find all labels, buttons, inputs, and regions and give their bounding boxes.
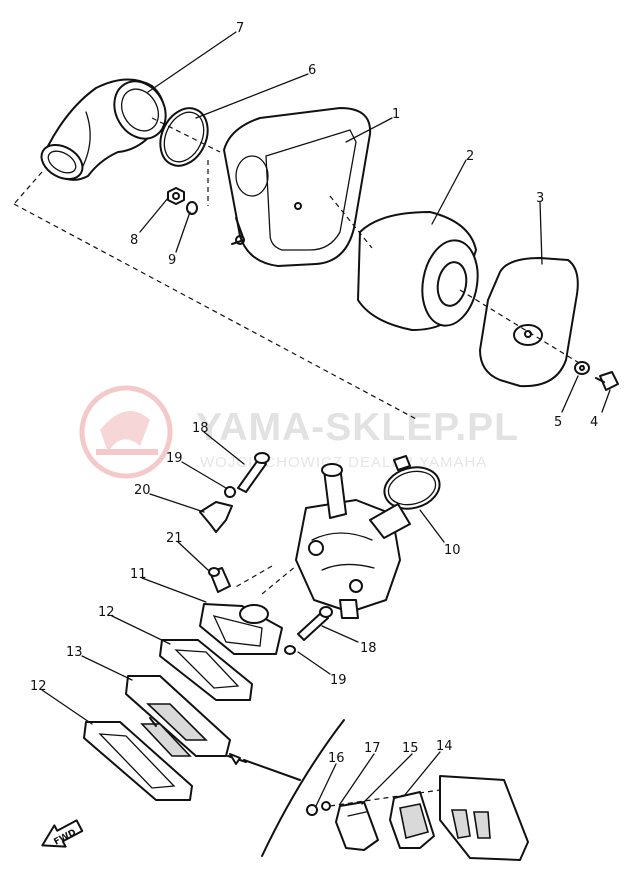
watermark-title: YAMA-SKLEP.PL [196, 406, 519, 449]
callout-1: 1 [392, 107, 400, 122]
callout-19: 19 [166, 451, 183, 466]
detail-bracket [261, 719, 345, 857]
callout-16: 16 [328, 751, 345, 766]
fitting [208, 567, 231, 593]
leader-lines [41, 31, 611, 807]
callout-17: 17 [364, 741, 381, 756]
callout-11: 11 [130, 567, 147, 582]
washer [574, 361, 590, 375]
carburetor [295, 463, 411, 619]
callout-2: 2 [466, 149, 474, 164]
callout-9: 9 [168, 253, 176, 268]
bolt [297, 606, 333, 641]
spring-washer [186, 201, 198, 215]
air-filter-cap [479, 257, 579, 388]
o-ring [159, 107, 209, 167]
callout-14: 14 [436, 739, 453, 754]
intake-manifold [199, 603, 283, 655]
air-filter-case [223, 107, 372, 267]
callout-18b: 18 [360, 641, 377, 656]
nut [167, 187, 185, 205]
callout-3: 3 [536, 191, 544, 206]
callout-12: 12 [98, 605, 115, 620]
callout-13: 13 [66, 645, 83, 660]
callout-8: 8 [130, 233, 138, 248]
assembly-line [13, 171, 43, 205]
gasket [159, 639, 253, 701]
callout-7: 7 [236, 21, 244, 36]
intake-elbow [40, 78, 167, 181]
callout-18: 18 [192, 421, 209, 436]
air-filter-element [357, 211, 479, 331]
washer [224, 486, 236, 498]
watermark: YAMA-SKLEP.PL WOJCIECHOWICZ DEALER YAMAH… [79, 385, 519, 479]
callout-12b: 12 [30, 679, 47, 694]
reed-valve-assembly [125, 675, 231, 757]
watermark-logo [79, 385, 173, 479]
callout-numbers: 7 6 1 2 3 8 9 5 4 18 19 20 10 21 11 18 1… [30, 21, 598, 766]
callout-5: 5 [554, 415, 562, 430]
bracket [199, 501, 233, 533]
bolt [237, 452, 270, 493]
callout-10: 10 [444, 543, 461, 558]
callout-6: 6 [308, 63, 316, 78]
callout-19b: 19 [330, 673, 347, 688]
washer [284, 645, 296, 655]
reed-valve-detail [306, 775, 529, 861]
callout-15: 15 [402, 741, 419, 756]
callout-4: 4 [590, 415, 598, 430]
fwd-arrow-icon: FWD [41, 819, 84, 848]
gasket [83, 721, 193, 801]
assembly-line [13, 203, 419, 421]
screw [595, 371, 619, 391]
callout-20: 20 [134, 483, 151, 498]
callout-21: 21 [166, 531, 183, 546]
hose-clamp [383, 455, 441, 510]
